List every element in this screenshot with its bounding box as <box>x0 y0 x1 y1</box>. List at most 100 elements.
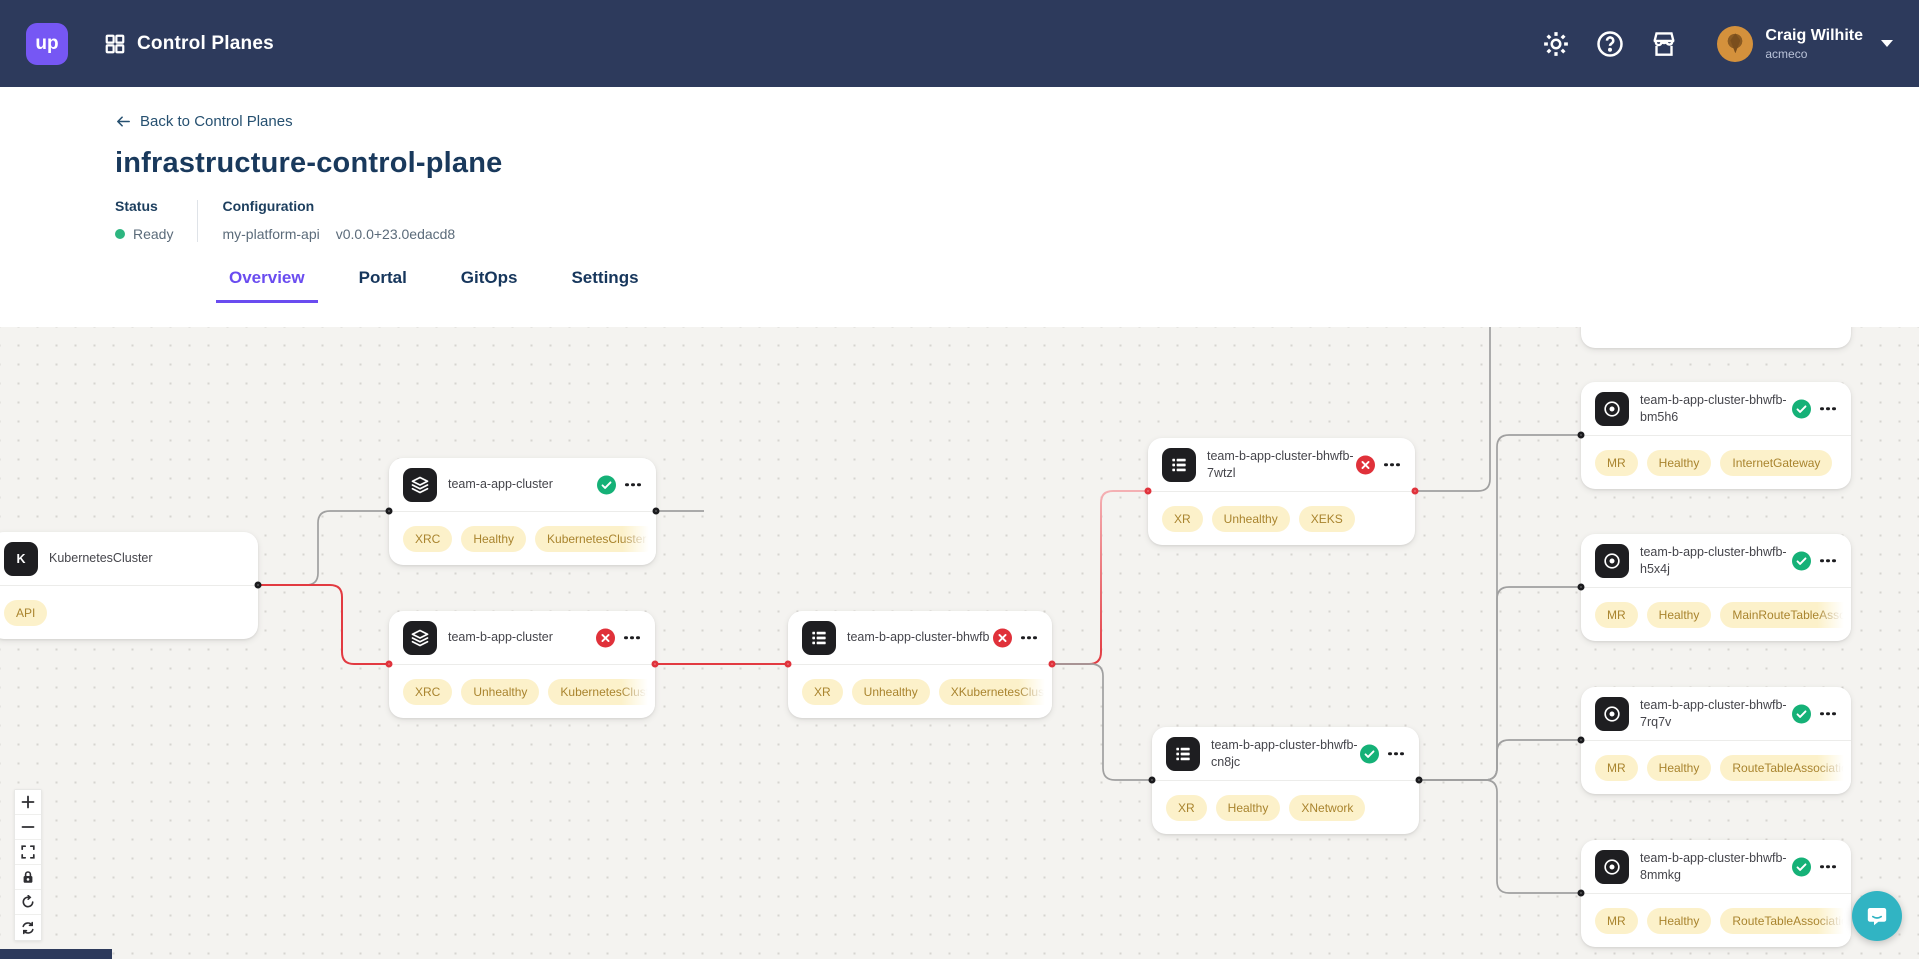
resource-pill: XR <box>1162 505 1203 532</box>
node-menu-button[interactable] <box>1818 861 1838 873</box>
tab-settings[interactable]: Settings <box>558 268 651 303</box>
node-title: team-a-app-cluster <box>448 477 553 492</box>
page-title: infrastructure-control-plane <box>115 147 503 179</box>
node-menu-button[interactable] <box>1818 403 1838 415</box>
edge-team-b-app-cluster-bhwfb-cn8jc-to-team-b-app-cluster-bhwfb-7rq7v <box>1419 739 1581 781</box>
help-icon[interactable] <box>1595 29 1625 59</box>
resource-pill: KubernetesCluster <box>548 678 655 705</box>
healthy-check-icon <box>1792 551 1811 570</box>
node-menu-button[interactable] <box>1382 459 1402 471</box>
user-menu[interactable]: Craig Wilhite acmeco <box>1717 25 1893 62</box>
back-link[interactable]: Back to Control Planes <box>115 113 293 130</box>
resource-graph-canvas[interactable]: K KubernetesCluster API team-a-app-clust… <box>0 327 1919 959</box>
edge-handle-left <box>385 507 393 515</box>
resource-pill: MainRouteTableAssociation <box>1720 601 1851 628</box>
resource-pill: XR <box>802 678 843 705</box>
pill-row: API <box>0 599 48 626</box>
resource-pill: Healthy <box>1215 794 1281 821</box>
mr-resource-icon <box>1595 391 1629 426</box>
zoom-in-button[interactable] <box>15 790 41 815</box>
edge-handle-left <box>1577 736 1585 744</box>
node-menu-button[interactable] <box>1019 632 1039 644</box>
node-menu-button[interactable] <box>1386 748 1406 760</box>
healthy-check-icon <box>1360 744 1379 763</box>
avatar <box>1717 25 1754 62</box>
edge-handle-left <box>385 660 393 668</box>
mr-resource-icon <box>1595 543 1629 578</box>
status-label: Status <box>115 198 158 214</box>
node-menu-button[interactable] <box>623 479 643 491</box>
clipped-bottom-panel <box>0 949 112 959</box>
back-label: Back to Control Planes <box>140 113 293 130</box>
node-title: KubernetesCluster <box>49 551 153 566</box>
zoom-out-button[interactable] <box>15 815 41 840</box>
upbound-logo[interactable]: up <box>26 22 68 65</box>
divider <box>197 200 199 242</box>
edge-handle-left <box>1148 776 1156 784</box>
resource-pill: Unhealthy <box>851 678 930 705</box>
canvas-toolbar <box>14 789 42 941</box>
edge-handle-left <box>1577 583 1585 591</box>
node-menu-button[interactable] <box>622 632 642 644</box>
reset-button[interactable] <box>15 890 41 915</box>
marketplace-icon[interactable] <box>1649 29 1679 59</box>
healthy-check-icon <box>1792 704 1811 723</box>
node-menu-button[interactable] <box>1818 708 1838 720</box>
divider <box>1581 740 1851 741</box>
resource-pill: Healthy <box>1646 601 1712 628</box>
resource-pill: Unhealthy <box>461 678 540 705</box>
resource-pill: Healthy <box>1646 907 1712 934</box>
resource-pill: InternetGateway <box>1720 449 1833 476</box>
tab-portal[interactable]: Portal <box>346 268 420 303</box>
edge-handle-left <box>1144 487 1152 495</box>
unhealthy-x-icon <box>596 628 615 647</box>
node-kubernetescluster[interactable]: K KubernetesCluster API <box>0 532 262 639</box>
node-title: team-b-app-cluster-bhwfb-bm5h6 <box>1640 393 1787 424</box>
configuration-name: my-platform-api <box>222 226 320 242</box>
divider <box>389 664 655 665</box>
fit-view-button[interactable] <box>15 840 41 865</box>
resource-pill: Unhealthy <box>1211 505 1290 532</box>
edge-handle-left <box>1577 889 1585 897</box>
divider <box>389 511 656 512</box>
tab-gitops[interactable]: GitOps <box>448 268 531 303</box>
resource-pill: MR <box>1595 907 1638 934</box>
node-menu-button[interactable] <box>1818 555 1838 567</box>
healthy-check-icon <box>1792 857 1811 876</box>
edge-team-b-app-cluster-bhwfb-7wtzl-to-offscreen-top <box>1415 327 1491 492</box>
divider <box>1581 435 1851 436</box>
mr-resource-icon <box>1595 849 1629 884</box>
lock-button[interactable] <box>15 865 41 890</box>
app-title: Control Planes <box>137 32 274 54</box>
healthy-check-icon <box>597 475 616 494</box>
xr-resource-icon <box>802 620 836 655</box>
xr-resource-icon <box>1162 447 1196 482</box>
configuration-block: Configuration my-platform-api v0.0.0+23.… <box>222 198 455 242</box>
settings-gear-icon[interactable] <box>1541 29 1571 59</box>
resource-pill: XNetwork <box>1289 794 1366 821</box>
tab-overview[interactable]: Overview <box>216 268 318 303</box>
resource-pill: KubernetesCluster <box>535 525 656 552</box>
node-title: team-b-app-cluster-bhwfb-7rq7v <box>1640 698 1787 729</box>
resource-pill: API <box>4 599 48 626</box>
chat-launcher-button[interactable] <box>1852 891 1902 941</box>
resource-pill: MR <box>1595 449 1638 476</box>
page-header: Back to Control Planes infrastructure-co… <box>0 87 1919 327</box>
logo-text: up <box>35 32 59 54</box>
node-title: team-b-app-cluster-bhwfb-cn8jc <box>1211 738 1358 769</box>
reload-button[interactable] <box>15 915 41 940</box>
partial-node-card[interactable] <box>1581 327 1851 348</box>
